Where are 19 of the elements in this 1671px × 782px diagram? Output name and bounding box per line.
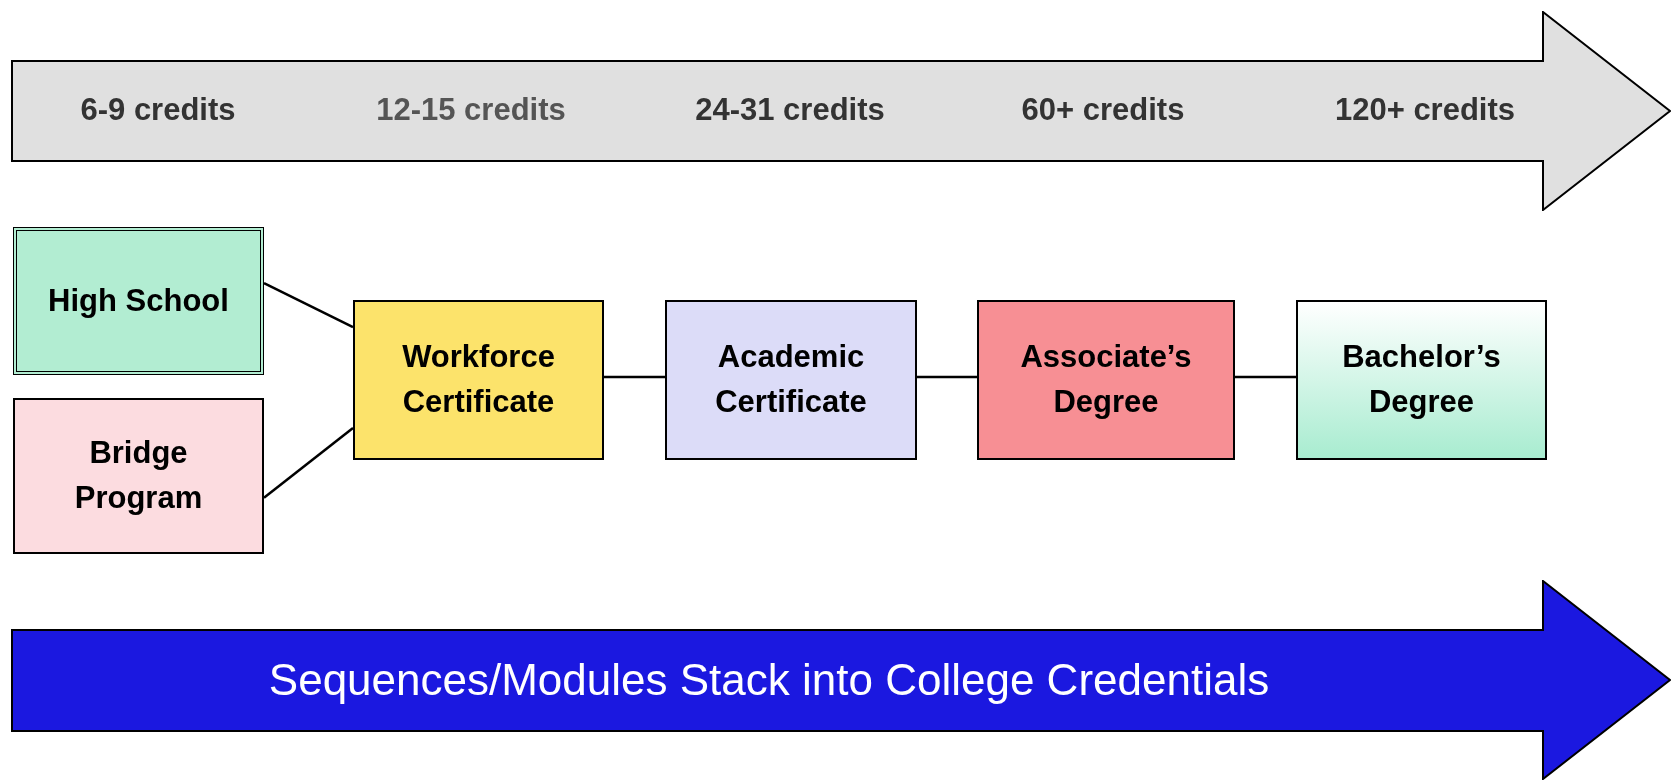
credential-box: Academic Certificate xyxy=(665,300,917,460)
credit-label: 60+ credits xyxy=(1021,92,1185,128)
credit-label: 120+ credits xyxy=(1334,92,1516,128)
arrow-band xyxy=(11,11,1671,211)
banner-text: Sequences/Modules Stack into College Credentials xyxy=(268,655,1270,705)
connector-line xyxy=(263,427,354,499)
connector-line xyxy=(263,282,354,329)
connector-line xyxy=(1235,375,1296,379)
credential-box: Workforce Certificate xyxy=(353,300,604,460)
arrow-band xyxy=(11,580,1671,780)
connector-line xyxy=(917,375,977,379)
credit-label: 12-15 credits xyxy=(376,92,566,128)
credential-box: Bachelor’s Degree xyxy=(1296,300,1547,460)
credential-box: Associate’s Degree xyxy=(977,300,1235,460)
connector-line xyxy=(604,375,665,379)
credit-label: 6-9 credits xyxy=(80,92,236,128)
credential-box: High School xyxy=(13,227,264,375)
credit-label: 24-31 credits xyxy=(695,92,885,128)
credential-box: Bridge Program xyxy=(13,398,264,554)
